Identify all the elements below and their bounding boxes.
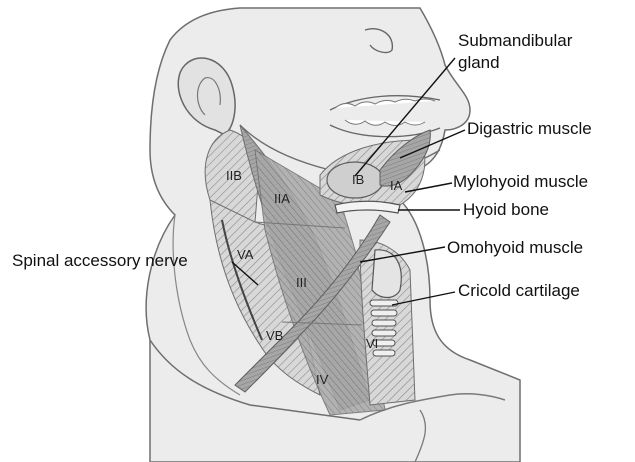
level-III: III xyxy=(296,275,307,290)
label-mylohyoid-muscle: Mylohyoid muscle xyxy=(453,172,588,191)
label-submandibular-gland-line2: gland xyxy=(458,53,500,72)
level-IIB: IIB xyxy=(226,168,242,183)
label-spinal-accessory-nerve: Spinal accessory nerve xyxy=(12,251,188,270)
label-submandibular-gland-line1: Submandibular xyxy=(458,31,573,50)
level-IIA: IIA xyxy=(274,191,290,206)
label-omohyoid-muscle: Omohyoid muscle xyxy=(447,238,583,257)
level-VB: VB xyxy=(266,328,283,343)
level-IB: IB xyxy=(352,172,364,187)
level-VI: VI xyxy=(366,336,378,351)
level-VA: VA xyxy=(237,247,254,262)
label-hyoid-bone: Hyoid bone xyxy=(463,200,549,219)
level-IA: IA xyxy=(390,178,403,193)
level-IV: IV xyxy=(316,372,329,387)
label-digastric-muscle: Digastric muscle xyxy=(467,119,592,138)
label-cricoid-cartilage: Cricold cartilage xyxy=(458,281,580,300)
